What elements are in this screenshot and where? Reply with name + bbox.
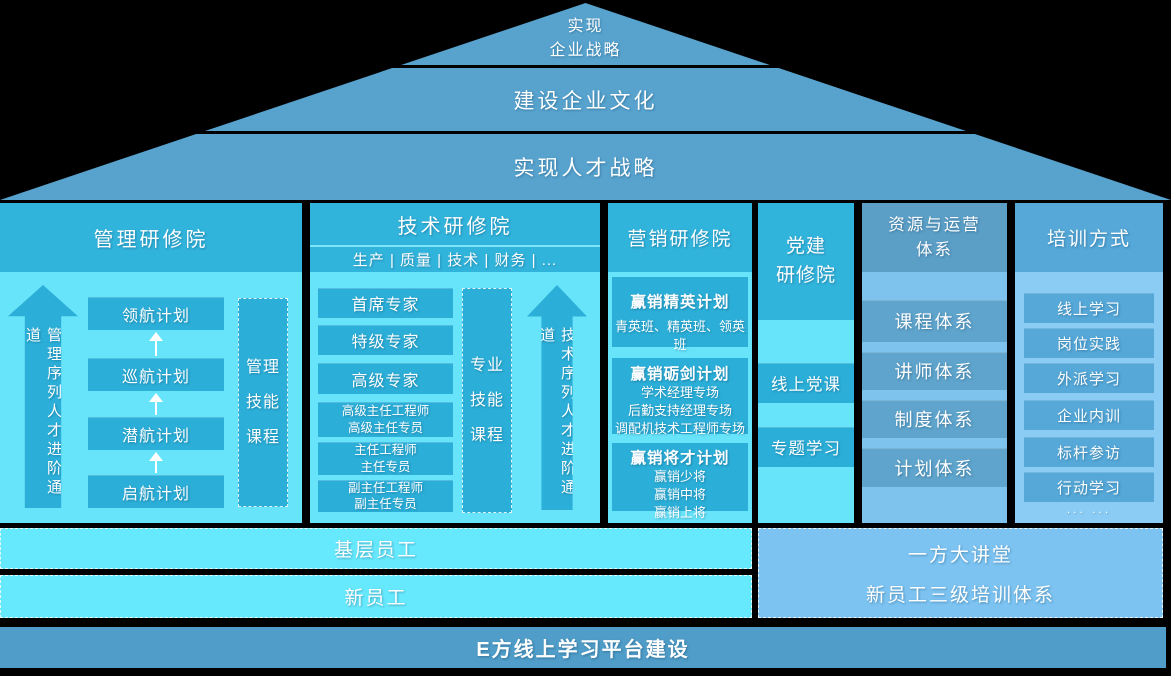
- level-box-special-expert: 特级专家: [318, 325, 453, 355]
- plan-box-qianhang: 潜航计划: [88, 417, 224, 450]
- resource-item-course-system: 课程体系: [862, 300, 1007, 342]
- management-college-header: 管理研修院: [0, 203, 302, 272]
- up-arrow-icon: 管理序列人才进阶通道: [8, 285, 78, 508]
- method-item-action-learning: 行动学习: [1024, 472, 1154, 502]
- section-line: 后勤支持经理专场: [627, 403, 732, 419]
- column-title: 管理研修院: [93, 229, 209, 251]
- header-divider: [310, 245, 600, 247]
- resources-operations-body: 课程体系 讲师体系 制度体系 计划体系: [862, 272, 1007, 523]
- management-skill-course-box: 管理 技能 课程: [238, 298, 288, 507]
- method-item-online-learning: 线上学习: [1024, 293, 1154, 323]
- marketing-elite-plan-box: 赢销精英计划 青英班、精英班、领英班: [612, 277, 748, 352]
- professional-skill-course-box: 专业 技能 课程: [462, 288, 512, 513]
- section-line: 青英班、精英班、领英班: [614, 319, 745, 353]
- tech-college-body: 首席专家 特级专家 高级专家 高级主任工程师 高级主任专员 主任工程师 主任专员…: [310, 272, 600, 523]
- level-box-deputy-chief-engineer: 副主任工程师 副主任专员: [318, 480, 453, 512]
- up-arrow-icon: [149, 452, 163, 473]
- plan-box-xunhang: 巡航计划: [88, 358, 224, 391]
- grassroots-staff-row: 基层员工: [0, 528, 752, 569]
- party-college-body: 线上党课 专题学习: [758, 320, 854, 523]
- resource-item-plan-system: 计划体系: [862, 448, 1007, 487]
- column-title: 技术研修院: [397, 215, 513, 238]
- level-box-chief-engineer: 主任工程师 主任专员: [318, 442, 453, 475]
- training-methods-header: 培训方式: [1015, 203, 1163, 272]
- pyramid-level-label: 建设企业文化: [513, 89, 658, 113]
- plan-box-linghang: 领航计划: [88, 297, 224, 330]
- pyramid-level-corporate-culture: 建设企业文化: [0, 68, 1171, 131]
- column-title: 培训方式: [1046, 229, 1131, 250]
- management-college-body: 管理序列人才进阶通道 领航计划 巡航计划 潜航计划 启航计划 管理 技能 课程: [0, 272, 302, 523]
- pyramid-level-label: 实现 企业战略: [549, 18, 622, 59]
- tech-domains-label: 生产 | 质量 | 技术 | 财务 | ...: [352, 252, 558, 269]
- party-item-online-class: 线上党课: [758, 363, 854, 403]
- management-skill-course-label: 管理 技能 课程: [245, 358, 280, 447]
- more-ellipsis: ... ...: [1066, 502, 1112, 516]
- section-line: 学术经理专场: [640, 385, 719, 400]
- elearning-platform-bar: E方线上学习平台建设: [0, 627, 1166, 668]
- level-box-senior-expert: 高级专家: [318, 363, 453, 394]
- up-arrow-icon: [149, 332, 163, 356]
- new-staff-training-system-label: 新员工三级培训体系: [865, 584, 1055, 606]
- plan-box-qihang: 启航计划: [88, 475, 224, 508]
- section-title: 赢销将才计划: [630, 450, 730, 467]
- pyramid-level-talent-strategy: 实现人才战略: [0, 134, 1171, 200]
- marketing-general-plan-box: 赢销将才计划 赢销少将 赢销中将 赢销上将: [612, 443, 748, 520]
- new-staff-label: 新员工: [344, 588, 408, 609]
- section-title: 赢销砺剑计划: [630, 366, 730, 383]
- method-item-dispatch-learning: 外派学习: [1024, 363, 1154, 393]
- marketing-college-column: 营销研修院 赢销精英计划 青英班、精英班、领英班 赢销砺剑计划 学术经理专场 后…: [608, 203, 752, 523]
- section-title: 赢销精英计划: [630, 294, 730, 311]
- section-line: 赢销中将: [653, 487, 706, 503]
- professional-skill-course-label: 专业 技能 课程: [469, 356, 504, 445]
- section-line: 调配机技术工程师专场: [614, 421, 745, 437]
- management-progress-channel-label: 管理序列人才进阶通道: [24, 327, 62, 498]
- resources-operations-column: 资源与运营 体系 课程体系 讲师体系 制度体系 计划体系: [862, 203, 1007, 523]
- level-box-chief-expert: 首席专家: [318, 288, 453, 318]
- strategy-pyramid: 实现 企业战略 建设企业文化 实现人才战略: [0, 3, 1171, 200]
- training-methods-column: 培训方式 线上学习 岗位实践 外派学习 企业内训 标杆参访 行动学习 ... .…: [1015, 203, 1163, 523]
- pyramid-level-label: 实现人才战略: [513, 157, 658, 180]
- grassroots-staff-label: 基层员工: [333, 540, 418, 561]
- method-item-job-practice: 岗位实践: [1024, 328, 1154, 358]
- column-title: 党建 研修院: [775, 236, 836, 286]
- party-item-topic-study: 专题学习: [758, 427, 854, 467]
- lecture-hall-label: 一方大讲堂: [907, 544, 1013, 566]
- marketing-lijian-plan-box: 赢销砺剑计划 学术经理专场 后勤支持经理专场 调配机技术工程师专场: [612, 358, 748, 436]
- management-college-column: 管理研修院 管理序列人才进阶通道 领航计划 巡航计划 潜航计划 启航计划 管理 …: [0, 203, 302, 523]
- lecture-hall-box: 一方大讲堂 新员工三级培训体系: [758, 528, 1163, 618]
- resource-item-rule-system: 制度体系: [862, 400, 1007, 438]
- tech-progress-channel-label: 技术序列人才进阶通道: [538, 327, 576, 498]
- marketing-college-header: 营销研修院: [608, 203, 752, 272]
- marketing-college-body: 赢销精英计划 青英班、精英班、领英班 赢销砺剑计划 学术经理专场 后勤支持经理专…: [608, 272, 752, 523]
- up-arrow-icon: 技术序列人才进阶通道: [527, 285, 587, 510]
- pyramid-level-enterprise-strategy: 实现 企业战略: [0, 3, 1171, 65]
- column-title: 营销研修院: [627, 229, 733, 250]
- training-methods-body: 线上学习 岗位实践 外派学习 企业内训 标杆参访 行动学习 ... ...: [1015, 272, 1163, 523]
- method-item-benchmark-visit: 标杆参访: [1024, 437, 1154, 467]
- resources-operations-header: 资源与运营 体系: [862, 203, 1007, 272]
- up-arrow-icon: [149, 393, 163, 415]
- section-line: 赢销少将: [653, 469, 706, 484]
- level-box-senior-chief-engineer: 高级主任工程师 高级主任专员: [318, 402, 453, 437]
- tech-college-header: 技术研修院 生产 | 质量 | 技术 | 财务 | ...: [310, 203, 600, 272]
- tech-college-column: 技术研修院 生产 | 质量 | 技术 | 财务 | ... 首席专家 特级专家 …: [310, 203, 600, 523]
- method-item-internal-training: 企业内训: [1024, 400, 1154, 430]
- new-staff-row: 新员工: [0, 575, 752, 618]
- section-line: 赢销上将: [653, 505, 706, 521]
- resource-item-lecturer-system: 讲师体系: [862, 352, 1007, 390]
- party-college-column: 党建 研修院 线上党课 专题学习: [758, 203, 854, 523]
- party-college-header: 党建 研修院: [758, 203, 854, 320]
- elearning-platform-label: E方线上学习平台建设: [476, 639, 690, 661]
- column-title: 资源与运营 体系: [888, 215, 981, 259]
